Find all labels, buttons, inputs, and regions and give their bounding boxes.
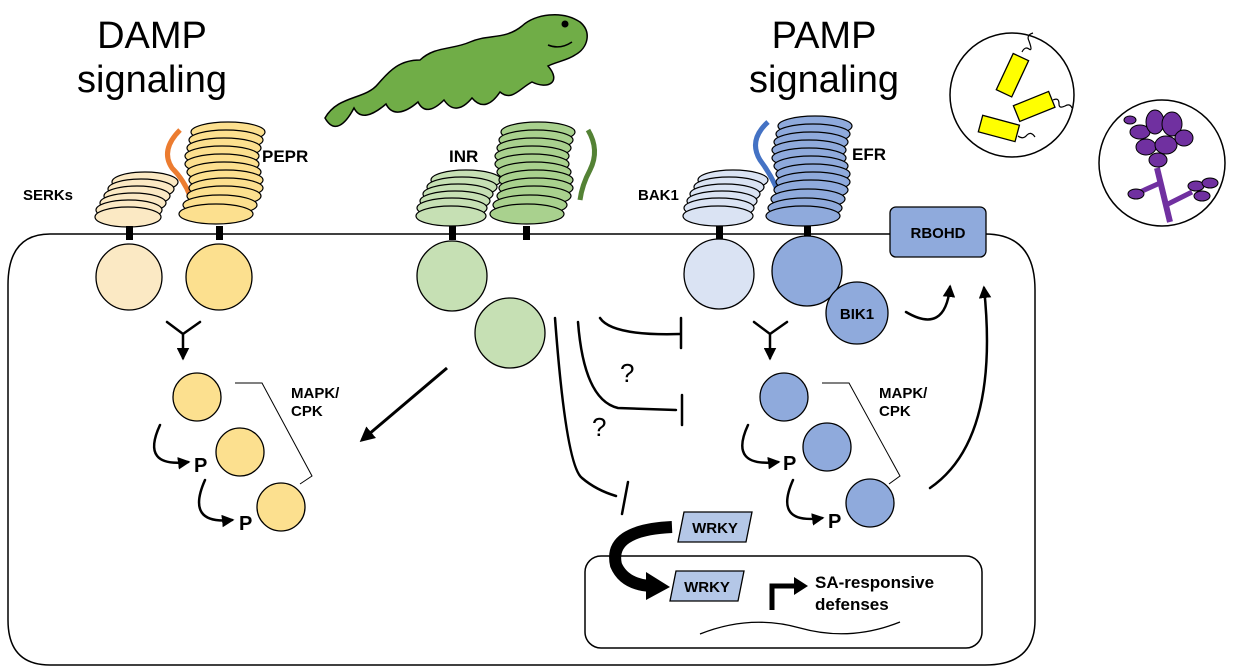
- serks-receptor: [94, 171, 179, 228]
- inr-receptor: [489, 121, 576, 225]
- rbohd-label: RBOHD: [911, 225, 966, 242]
- elf18-peptide: [753, 120, 781, 193]
- inr-kinase-1: [416, 240, 488, 312]
- inceptin-peptide: [577, 128, 597, 201]
- damp-phospho-2: P: [239, 513, 252, 535]
- wrky-label-1: WRKY: [692, 520, 738, 537]
- bik1-label: BIK1: [840, 306, 874, 323]
- pamp-mapk-2: [802, 422, 852, 472]
- inr-to-mapk-arrow: [359, 366, 448, 442]
- pamp-title-line2: signaling: [749, 59, 899, 101]
- wrky-translocation-arrow: [609, 521, 673, 600]
- sa-responsive-label-2: defenses: [815, 595, 889, 614]
- pamp-mapk-label-1: MAPK/: [879, 385, 928, 402]
- wrky-label-2: WRKY: [684, 579, 730, 596]
- damp-title-line2: signaling: [77, 59, 227, 101]
- damp-mapk-1: [172, 372, 222, 422]
- efr-label: EFR: [852, 145, 886, 164]
- bacteria-icon: [949, 32, 1075, 158]
- bak1-kinase: [683, 238, 755, 310]
- question-mark-2: ?: [592, 412, 606, 442]
- inr-kinase-2: [474, 297, 546, 369]
- bak1-label: BAK1: [638, 187, 679, 204]
- pepr-receptor: [178, 121, 266, 225]
- damp-mapk-bracket: [235, 382, 313, 485]
- cell-membrane: [7, 233, 1036, 666]
- pamp-mapk-3: [845, 478, 895, 528]
- pamp-mapk-label-2: CPK: [879, 403, 911, 420]
- pamp-mapk-bracket: [822, 382, 901, 485]
- pamp-phospho-2: P: [828, 511, 841, 533]
- pepr-label: PEPR: [262, 147, 308, 166]
- dna-strand: [699, 621, 901, 635]
- inhibit-line-1: [598, 316, 682, 336]
- damp-mapk-2: [215, 427, 265, 477]
- inhibit-line-2: [576, 320, 678, 412]
- fungus-icon: [1098, 99, 1226, 227]
- bik1-kinase: [825, 281, 889, 345]
- bik1-to-rbohd-arrow: [904, 284, 956, 321]
- inr-light-receptor: [415, 169, 502, 227]
- damp-mapk-label-1: MAPK/: [291, 385, 340, 402]
- efr-kinase: [771, 235, 843, 307]
- wrky-nucleus: [669, 570, 745, 602]
- damp-mapk-label-2: CPK: [291, 403, 323, 420]
- wrky-cytoplasm: [677, 511, 753, 543]
- pamp-phospho-1: P: [783, 453, 796, 475]
- question-mark-1: ?: [620, 358, 634, 388]
- pamp-title-line1: PAMP: [772, 15, 877, 57]
- mapk-to-rbohd-arrow: [928, 285, 992, 490]
- nucleus: [584, 555, 983, 649]
- serk-kinase: [95, 243, 163, 311]
- bak1-receptor: [682, 169, 769, 227]
- pepr-kinase: [185, 243, 253, 311]
- pep-peptide: [165, 128, 193, 197]
- efr-receptor: [765, 115, 853, 227]
- rbohd-box: [889, 206, 987, 258]
- caterpillar-icon: [324, 14, 588, 128]
- sa-responsive-label-1: SA-responsive: [815, 573, 934, 592]
- damp-mapk-3: [256, 482, 306, 532]
- damp-phospho-1: P: [194, 455, 207, 477]
- pamp-mapk-1: [759, 372, 809, 422]
- promoter-arrow: [769, 583, 795, 610]
- serks-label: SERKs: [23, 187, 73, 204]
- inr-label: INR: [449, 147, 478, 166]
- damp-title-line1: DAMP: [97, 15, 207, 57]
- inhibit-line-3: [553, 316, 618, 498]
